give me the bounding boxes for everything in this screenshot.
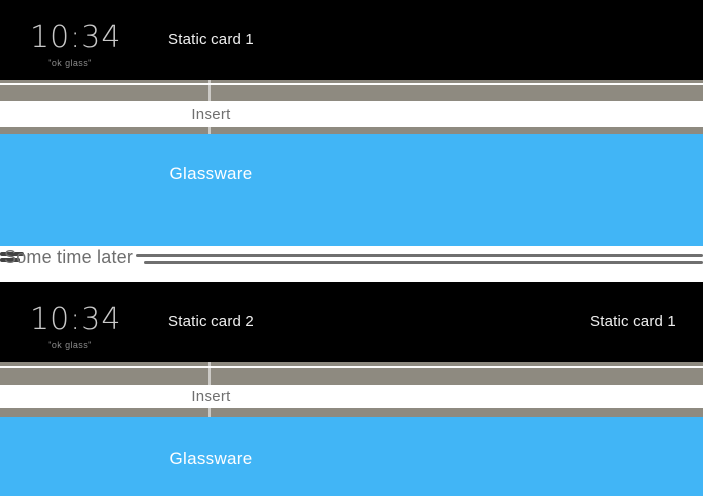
card-seam [208,127,211,134]
card-edge-hairline [0,83,703,85]
static-card-2-label: Static card 2 [168,313,254,330]
card-seam [208,80,211,101]
home-card-clock: 10:34 [30,302,122,337]
card-edge-top [0,80,703,101]
static-card-1-label: Static card 1 [590,313,676,330]
glassware-card: Glassware [0,134,703,246]
card-seam [208,362,211,385]
card-edge-top [0,362,703,385]
card-edge-bottom [0,408,703,417]
divider-line [144,261,703,264]
insert-label: Insert [191,106,231,123]
divider-squiggle [0,258,20,262]
card-seam [208,408,211,417]
static-card-1-label: Static card 1 [168,31,254,48]
timeline-strip-before: 10:34 "ok glass" Static card 1 [0,0,703,80]
card-edge-hairline [0,366,703,368]
glassware-card: Glassware [0,417,703,496]
ok-glass-label: "ok glass" [48,58,92,68]
home-card-clock: 10:34 [30,20,122,55]
glassware-label: Glassware [169,449,253,468]
insert-band: Insert [0,101,703,127]
ok-glass-label: "ok glass" [48,340,92,350]
insert-band: Insert [0,385,703,408]
divider-label: Some time later [4,247,134,267]
insert-label: Insert [191,388,231,405]
glassware-label: Glassware [169,164,253,183]
card-edge-bottom [0,127,703,134]
divider-line [136,254,703,257]
timeline-strip-after: 10:34 "ok glass" Static card 2 Static ca… [0,282,703,362]
divider-squiggle [0,252,24,256]
